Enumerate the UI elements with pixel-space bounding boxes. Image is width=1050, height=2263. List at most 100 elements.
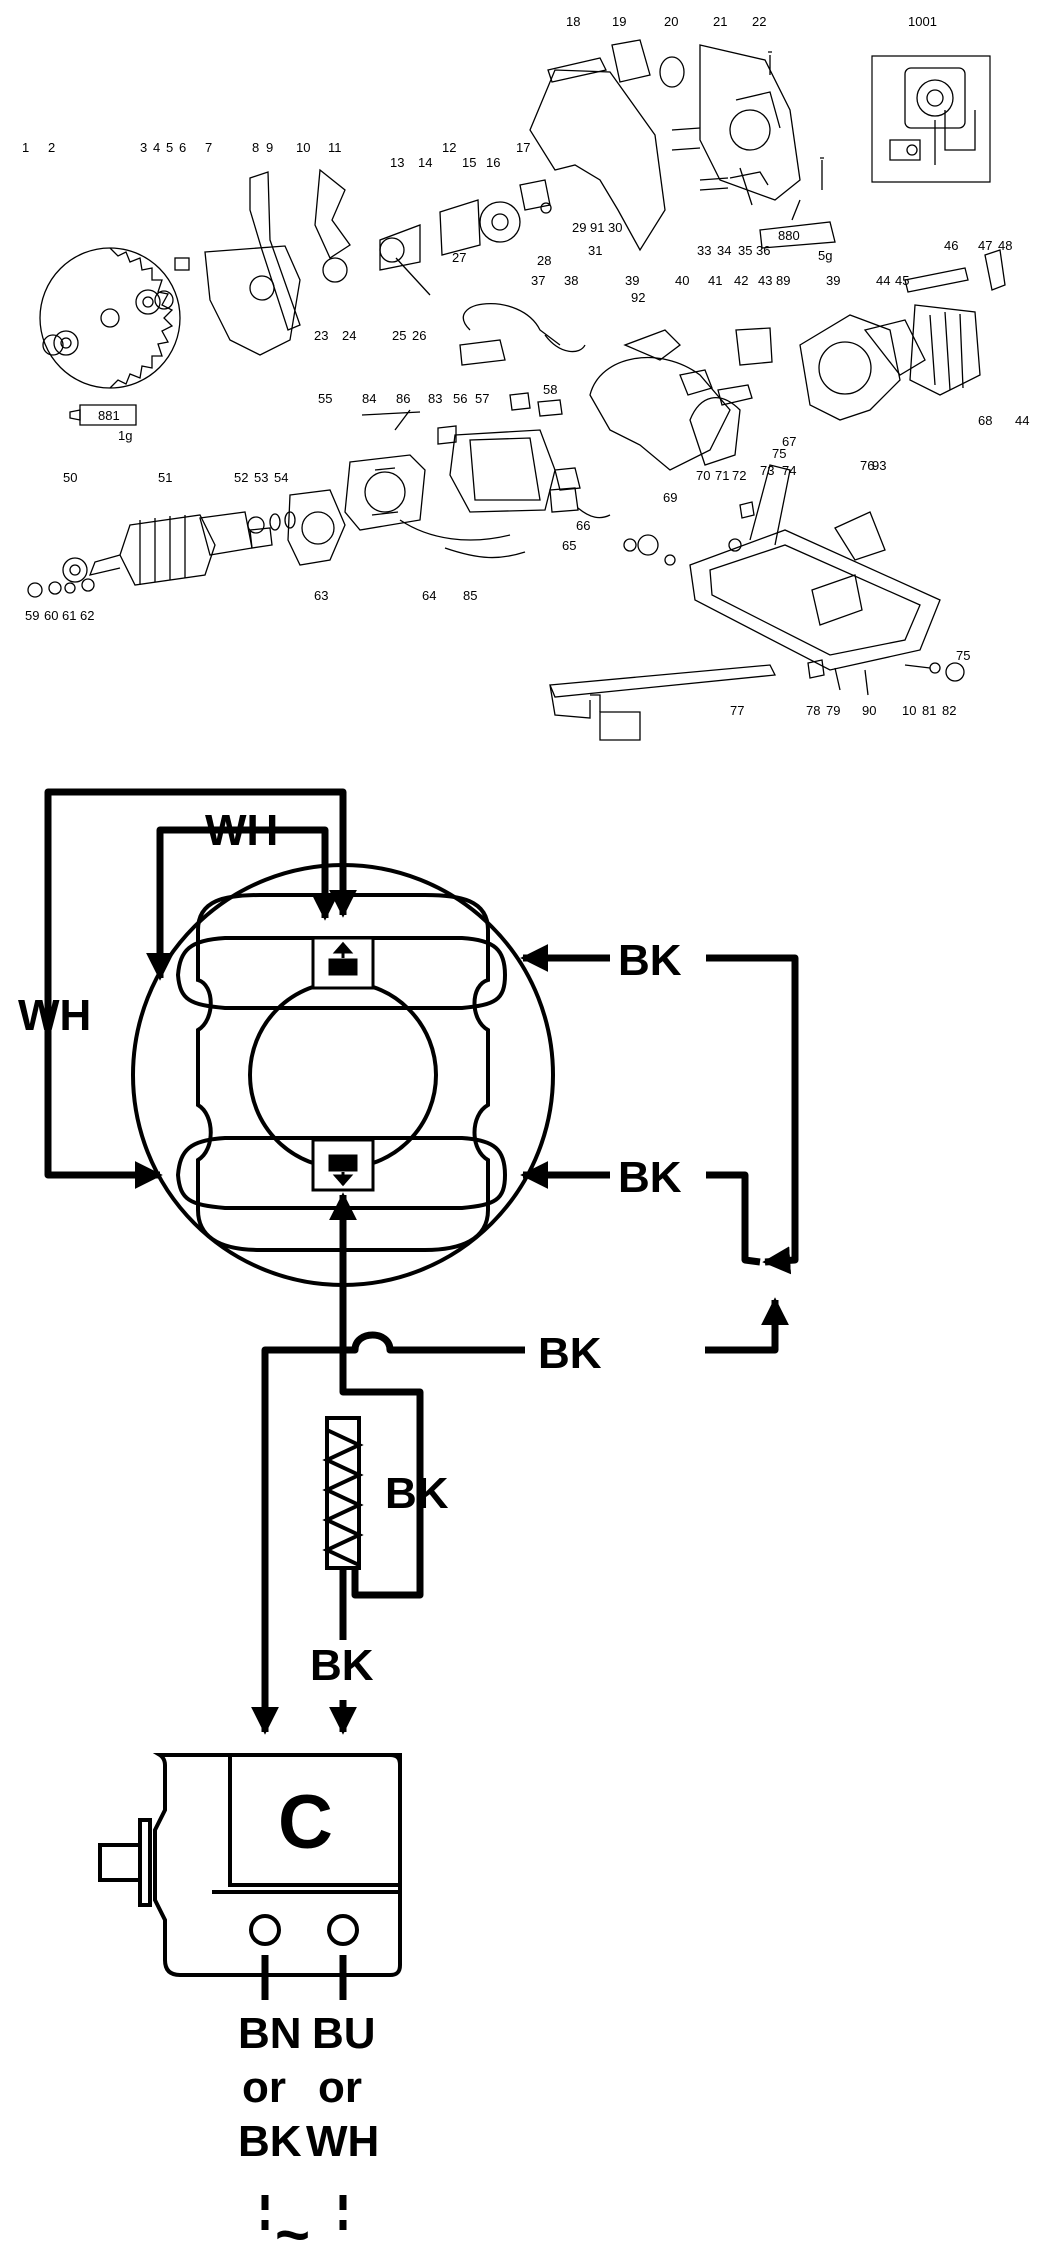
retract-lever xyxy=(314,168,351,259)
power-cord xyxy=(462,302,561,346)
part-number-p61: 61 xyxy=(62,608,76,623)
part-number-p57: 57 xyxy=(475,391,489,406)
part-number-p46: 46 xyxy=(944,238,958,253)
ring-20 xyxy=(659,56,685,88)
handle-cover xyxy=(623,329,681,361)
part-number-p15: 15 xyxy=(462,155,476,170)
part-number-p47: 47 xyxy=(978,238,992,253)
screw-90 xyxy=(864,669,869,696)
part-number-p28: 28 xyxy=(537,253,551,268)
part-number-p63: 63 xyxy=(314,588,328,603)
part-number-p58: 58 xyxy=(543,382,557,397)
part-number-p91: 91 xyxy=(590,220,604,235)
terminal-left xyxy=(249,1914,281,1946)
supply-right-1: BU xyxy=(312,2009,376,2058)
label-bk-right-bottom: BK xyxy=(618,1153,682,1202)
gear-housing-plate xyxy=(439,199,481,256)
clip-78 xyxy=(807,659,825,679)
clip-41 xyxy=(717,384,753,406)
part-number-p24: 24 xyxy=(342,328,356,343)
outer-flange xyxy=(53,330,79,356)
capacitor-65 xyxy=(549,487,579,513)
part-number-p35: 35 xyxy=(738,243,752,258)
part-number-p78: 78 xyxy=(806,703,820,718)
exploded-view xyxy=(27,39,1006,741)
part-number-p40: 40 xyxy=(675,273,689,288)
part-number-p54: 54 xyxy=(274,470,288,485)
supply-left-3: BK xyxy=(238,2117,302,2166)
part-number-p75: 75 xyxy=(772,446,786,461)
part-number-p39b: 39 xyxy=(826,273,840,288)
part-number-p83: 83 xyxy=(428,391,442,406)
lever-71 xyxy=(739,501,755,519)
parallel-guide xyxy=(549,664,777,698)
part-number-p76: 76 xyxy=(860,458,874,473)
grease-880-label: 880 xyxy=(778,228,800,243)
wire-64 xyxy=(399,519,511,541)
part-number-p29: 29 xyxy=(572,220,586,235)
lever-47 xyxy=(984,249,1006,291)
part-number-p82: 82 xyxy=(942,703,956,718)
part-number-p60: 60 xyxy=(44,608,58,623)
part-number-p93: 93 xyxy=(872,458,886,473)
part-number-p56: 56 xyxy=(453,391,467,406)
supply-left-1: BN xyxy=(238,2009,302,2058)
part-66 xyxy=(554,467,581,491)
bracket-17 xyxy=(519,179,551,211)
wire-85 xyxy=(444,547,526,559)
part-number-p84: 84 xyxy=(362,391,376,406)
knob-82 xyxy=(945,662,965,682)
part-number-p89: 89 xyxy=(776,273,790,288)
part-number-p7: 7 xyxy=(205,140,212,155)
part-number-p19: 19 xyxy=(612,14,626,29)
part-number-p1001: 1001 xyxy=(908,14,937,29)
part-number-p6: 6 xyxy=(179,140,186,155)
supply-right-3: WH xyxy=(306,2117,379,2166)
switch-c xyxy=(98,1753,402,1977)
part-number-p9: 9 xyxy=(266,140,273,155)
bearing-plate xyxy=(287,489,346,566)
part-number-p59: 59 xyxy=(25,608,39,623)
part-number-p34: 34 xyxy=(717,243,731,258)
supply-left-2: or xyxy=(242,2063,286,2112)
part-number-p16: 16 xyxy=(486,155,500,170)
switch-label: C xyxy=(278,1780,333,1865)
part-number-p45: 45 xyxy=(895,273,909,288)
part-number-p26: 26 xyxy=(412,328,426,343)
part-number-p48: 48 xyxy=(998,238,1012,253)
part-number-p73: 73 xyxy=(760,463,774,478)
part-number-p37: 37 xyxy=(531,273,545,288)
detail-inset-1001 xyxy=(871,55,991,183)
part-number-p20: 20 xyxy=(664,14,678,29)
part-number-p77: 77 xyxy=(730,703,744,718)
part-number-p18: 18 xyxy=(566,14,580,29)
part-number-p75b: 75 xyxy=(956,648,970,663)
spring-35 xyxy=(739,167,753,206)
dust-port xyxy=(611,39,651,83)
part-number-p64: 64 xyxy=(422,588,436,603)
wire-bk-right-bottom xyxy=(523,1175,761,1266)
wire-bk-capacitor xyxy=(329,1192,424,1599)
part-number-p27: 27 xyxy=(452,250,466,265)
shaft-pin xyxy=(395,257,431,296)
wire-84 xyxy=(361,411,421,416)
part-number-p21: 21 xyxy=(713,14,727,29)
part-number-p23: 23 xyxy=(314,328,328,343)
clip xyxy=(174,257,190,271)
part-number-p25: 25 xyxy=(392,328,406,343)
supply-leads-bottom xyxy=(261,2195,347,2230)
part-number-p39: 39 xyxy=(625,273,639,288)
part-number-p51: 51 xyxy=(158,470,172,485)
part-number-p65: 65 xyxy=(562,538,576,553)
part-number-p62: 62 xyxy=(80,608,94,623)
handle-cover-68 xyxy=(909,304,981,396)
part-number-p68: 68 xyxy=(978,413,992,428)
part-number-p8: 8 xyxy=(252,140,259,155)
part-number-p2: 2 xyxy=(48,140,55,155)
part-number-p85: 85 xyxy=(463,588,477,603)
part-number-p33: 33 xyxy=(697,243,711,258)
motor-housing-56 xyxy=(449,429,556,513)
label-wh-top: WH xyxy=(205,806,278,855)
switch-40 xyxy=(679,369,713,396)
part-number-p74: 74 xyxy=(782,463,796,478)
